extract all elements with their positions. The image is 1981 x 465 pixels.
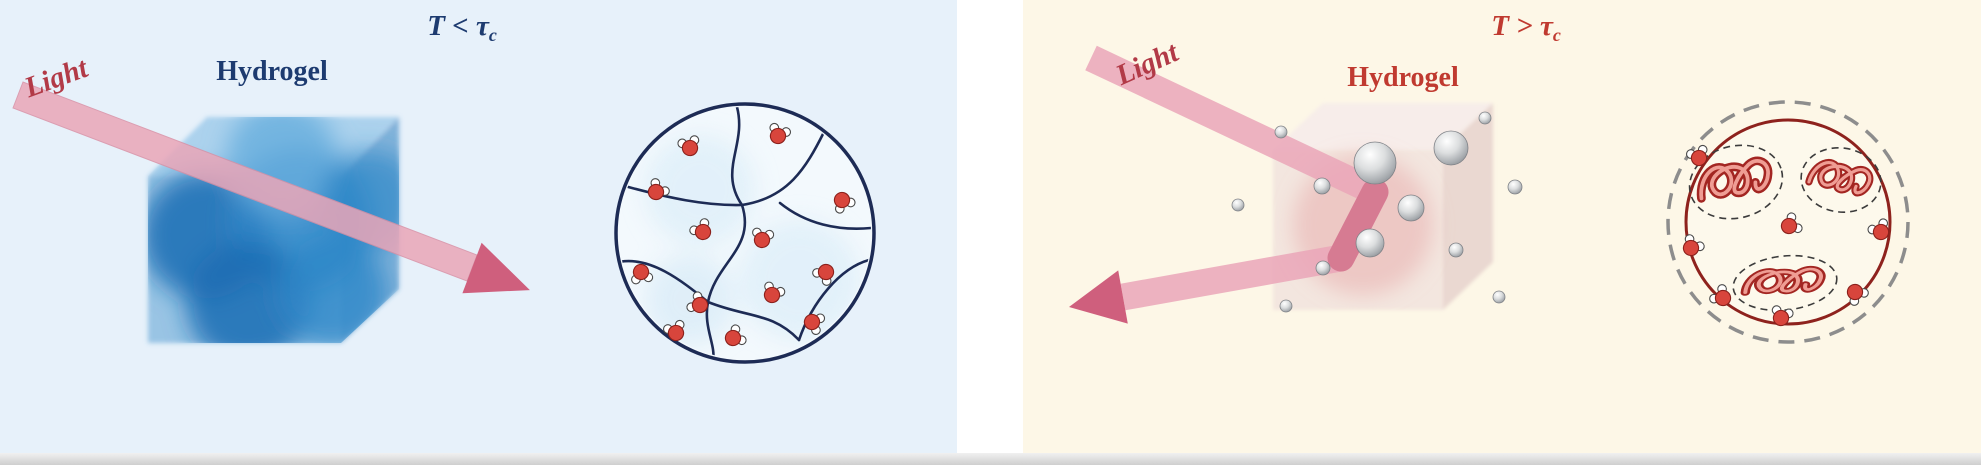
tau-symbol: τ bbox=[475, 10, 489, 42]
scattering-spheres bbox=[1231, 111, 1523, 313]
arrowhead-icon bbox=[462, 242, 530, 294]
network-magnified-circle bbox=[614, 102, 876, 364]
tau-subscript: c bbox=[488, 25, 497, 46]
tau-subscript: c bbox=[1552, 25, 1561, 46]
bottom-edge-shadow bbox=[0, 453, 1981, 465]
outer-dashed-circle bbox=[1666, 100, 1910, 344]
light-beam-scattered bbox=[1069, 45, 1389, 324]
hydrogel-label-left: Hydrogel bbox=[216, 56, 328, 87]
left-title-prefix: T < bbox=[427, 10, 476, 42]
left-title: T < τc bbox=[352, 10, 572, 46]
right-panel-graphics bbox=[1069, 45, 1910, 344]
left-panel: T < τc Hydrogel Light bbox=[0, 0, 957, 453]
right-title-prefix: T > bbox=[1491, 10, 1540, 42]
right-title: T > τc bbox=[1431, 10, 1621, 46]
collapsed-polymer-circle bbox=[1666, 100, 1910, 344]
right-panel: T > τc Hydrogel Light bbox=[1023, 0, 1981, 453]
polymer-network-strands bbox=[619, 107, 871, 359]
arrowhead-icon bbox=[1069, 270, 1128, 324]
tau-symbol: τ bbox=[1539, 10, 1553, 42]
collapsed-domain-2 bbox=[1800, 147, 1882, 213]
hydrogel-label-right: Hydrogel bbox=[1347, 62, 1459, 93]
light-beam-transmitted bbox=[12, 81, 530, 294]
left-panel-graphics bbox=[12, 81, 876, 364]
